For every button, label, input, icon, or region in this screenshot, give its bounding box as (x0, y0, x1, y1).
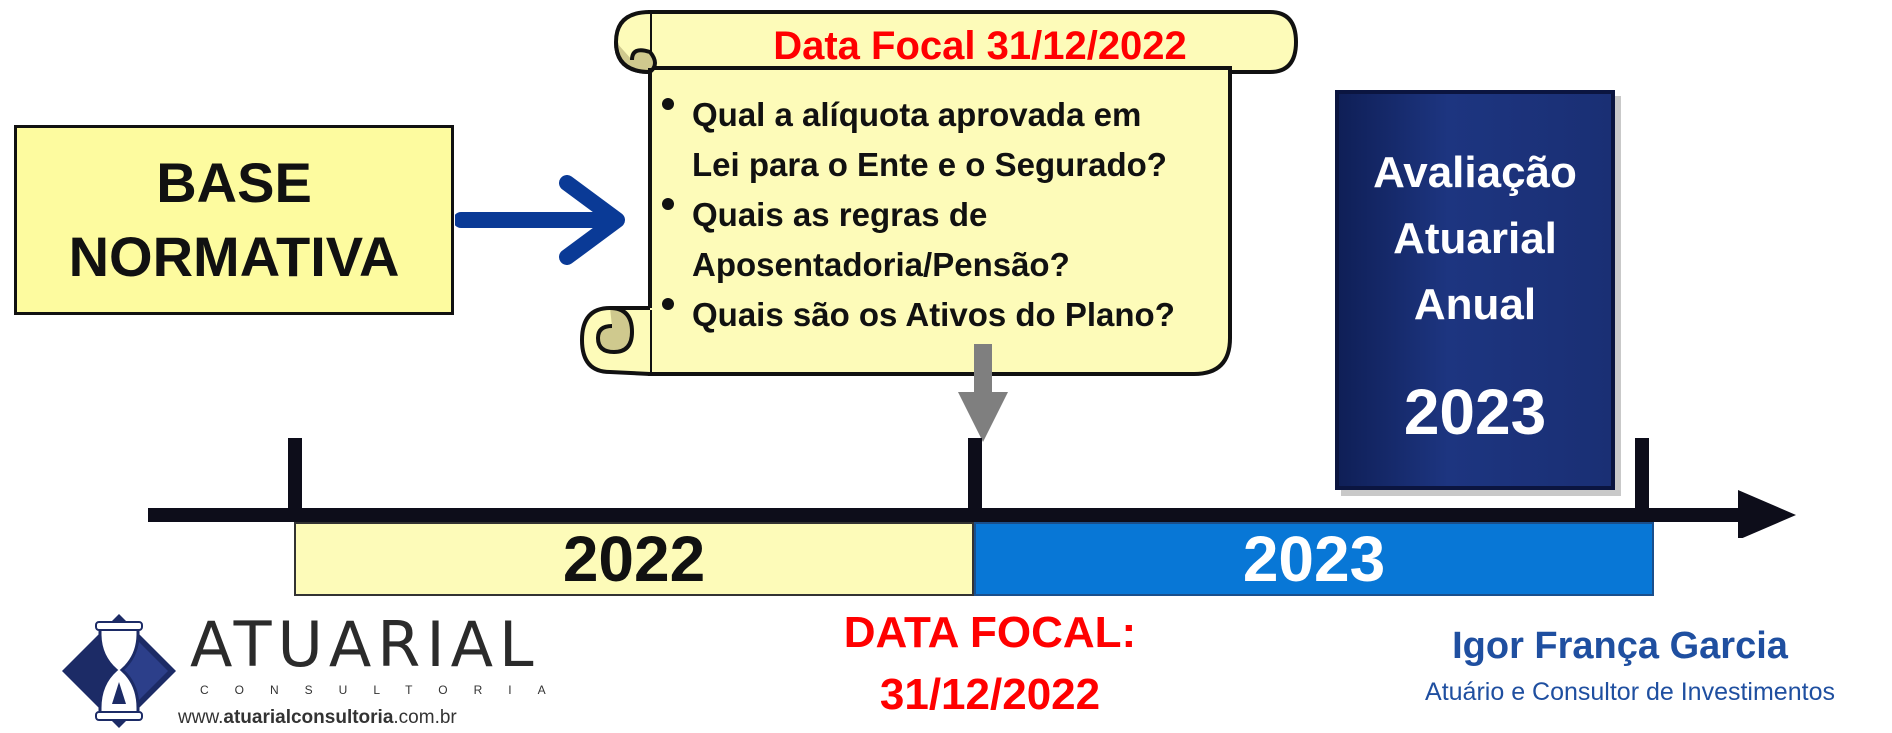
base-normativa-label: BASE NORMATIVA (69, 146, 400, 294)
book-title: Avaliação Atuarial Anual (1339, 140, 1611, 338)
tick-focal-date (968, 438, 982, 522)
list-item: Quais as regras de Aposentadoria/Pensão? (662, 190, 1222, 290)
focal-date-label: DATA FOCAL: 31/12/2022 (780, 602, 1200, 726)
website-url[interactable]: www.atuarialconsultoria.com.br (178, 706, 457, 730)
author-name: Igor França Garcia (1452, 625, 1788, 667)
logo-wordmark: ATUARIAL (190, 608, 540, 681)
tick-start-2022 (288, 438, 302, 522)
url-prefix: www. (178, 707, 224, 728)
logo-subtitle: CONSULTORIA (200, 683, 572, 697)
down-arrow-icon (958, 344, 1008, 442)
question-1-line-1: Qual a alíquota aprovada em (692, 96, 1142, 133)
base-line-1: BASE (156, 151, 312, 214)
base-normativa-box: BASE NORMATIVA (14, 125, 454, 315)
question-2-line-1: Quais as regras de (692, 196, 988, 233)
list-item: Quais são os Ativos do Plano? (662, 290, 1222, 340)
bullet-icon (662, 298, 674, 310)
scroll-shape (580, 10, 1299, 376)
url-domain: atuarialconsultoria (223, 707, 394, 728)
book-year: 2023 (1403, 376, 1547, 448)
book-line-1: Avaliação (1373, 148, 1577, 197)
author-role: Atuário e Consultor de Investimentos (1425, 678, 1835, 706)
bullet-icon (662, 198, 674, 210)
book-line-2: Atuarial (1393, 214, 1557, 263)
timeline-axis (148, 438, 1796, 538)
year-2022-bar: 2022 (294, 522, 974, 596)
questions-list: Qual a alíquota aprovada em Lei para o E… (662, 90, 1222, 340)
hourglass-logo-icon (62, 614, 176, 728)
question-3-line-1: Quais são os Ativos do Plano? (692, 296, 1175, 333)
question-1-line-2: Lei para o Ente e o Segurado? (692, 146, 1167, 183)
right-arrow-icon (455, 175, 625, 265)
question-2-line-2: Aposentadoria/Pensão? (692, 246, 1070, 283)
annual-actuarial-report-book: Avaliação Atuarial Anual 2023 (1335, 90, 1615, 490)
list-item: Qual a alíquota aprovada em Lei para o E… (662, 90, 1222, 190)
focal-line-2: 31/12/2022 (879, 670, 1101, 719)
focal-line-1: DATA FOCAL: (843, 608, 1137, 657)
year-2023-bar: 2023 (974, 522, 1654, 596)
bullet-icon (662, 98, 674, 110)
scroll-title: Data Focal 31/12/2022 (773, 24, 1187, 68)
tick-end-2023 (1635, 438, 1649, 522)
base-line-2: NORMATIVA (68, 225, 400, 288)
book-line-3: Anual (1413, 280, 1537, 329)
timeline-line (148, 508, 1738, 522)
url-suffix: .com.br (393, 707, 457, 728)
timeline-arrowhead-icon (1738, 490, 1796, 538)
